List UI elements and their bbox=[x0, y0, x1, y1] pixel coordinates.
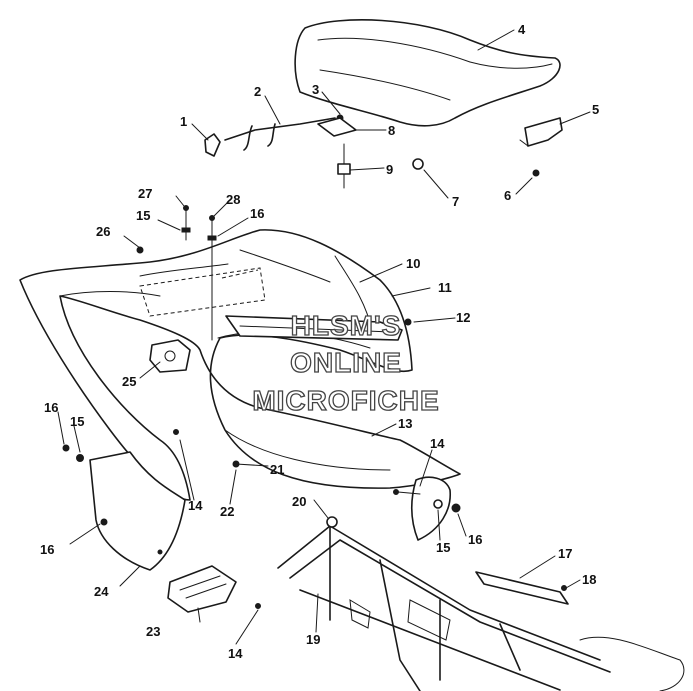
callout-17: 17 bbox=[558, 546, 572, 561]
callout-10: 10 bbox=[406, 256, 420, 271]
seat-bracket bbox=[519, 117, 563, 147]
callout-15-b: 15 bbox=[70, 414, 84, 429]
callout-18: 18 bbox=[582, 572, 596, 587]
fender-bracket bbox=[149, 339, 191, 373]
callout-8: 8 bbox=[388, 123, 395, 138]
callout-26: 26 bbox=[96, 224, 110, 239]
footrest bbox=[167, 565, 237, 613]
callout-14-b: 14 bbox=[188, 498, 203, 513]
callout-13: 13 bbox=[398, 416, 412, 431]
callout-14-a: 14 bbox=[430, 436, 445, 451]
watermark: HLSM'S ONLINE MICROFICHE bbox=[252, 309, 440, 416]
callout-7: 7 bbox=[452, 194, 459, 209]
frame bbox=[277, 516, 685, 691]
callout-19: 19 bbox=[306, 632, 320, 647]
callout-22: 22 bbox=[220, 504, 234, 519]
callout-1: 1 bbox=[180, 114, 187, 129]
callout-25: 25 bbox=[122, 374, 136, 389]
seat bbox=[294, 19, 561, 127]
callout-21: 21 bbox=[270, 462, 284, 477]
frame-bracket bbox=[475, 571, 569, 605]
callout-23: 23 bbox=[146, 624, 160, 639]
callouts: 1 2 3 4 5 6 7 8 9 10 11 12 13 14 14 14 1… bbox=[40, 22, 599, 661]
callout-27: 27 bbox=[138, 186, 152, 201]
seat-latch-assembly bbox=[204, 114, 344, 157]
callout-20: 20 bbox=[292, 494, 306, 509]
callout-4: 4 bbox=[518, 22, 526, 37]
rear-fender bbox=[19, 229, 461, 501]
callout-9: 9 bbox=[386, 162, 393, 177]
seat-striker bbox=[317, 117, 540, 189]
callout-24: 24 bbox=[94, 584, 109, 599]
watermark-line-1: HLSM'S bbox=[291, 310, 402, 341]
callout-5: 5 bbox=[592, 102, 599, 117]
callout-3: 3 bbox=[312, 82, 319, 97]
callout-16-b: 16 bbox=[44, 400, 58, 415]
leader-lines bbox=[57, 29, 591, 645]
callout-11: 11 bbox=[438, 280, 452, 295]
fender-insert bbox=[225, 315, 403, 341]
callout-14-c: 14 bbox=[228, 646, 243, 661]
rear-splash-guard-left bbox=[89, 451, 186, 571]
callout-2: 2 bbox=[254, 84, 261, 99]
callout-15-a: 15 bbox=[136, 208, 150, 223]
rear-splash-guard-right bbox=[410, 476, 451, 541]
fasteners bbox=[62, 205, 567, 609]
callout-15-c: 15 bbox=[436, 540, 450, 555]
callout-16-a: 16 bbox=[250, 206, 264, 221]
watermark-line-3: MICROFICHE bbox=[252, 385, 439, 416]
callout-28: 28 bbox=[226, 192, 240, 207]
callout-6: 6 bbox=[504, 188, 511, 203]
callout-16-d: 16 bbox=[468, 532, 482, 547]
watermark-line-2: ONLINE bbox=[290, 347, 402, 378]
callout-16-c: 16 bbox=[40, 542, 54, 557]
callout-12: 12 bbox=[456, 310, 470, 325]
